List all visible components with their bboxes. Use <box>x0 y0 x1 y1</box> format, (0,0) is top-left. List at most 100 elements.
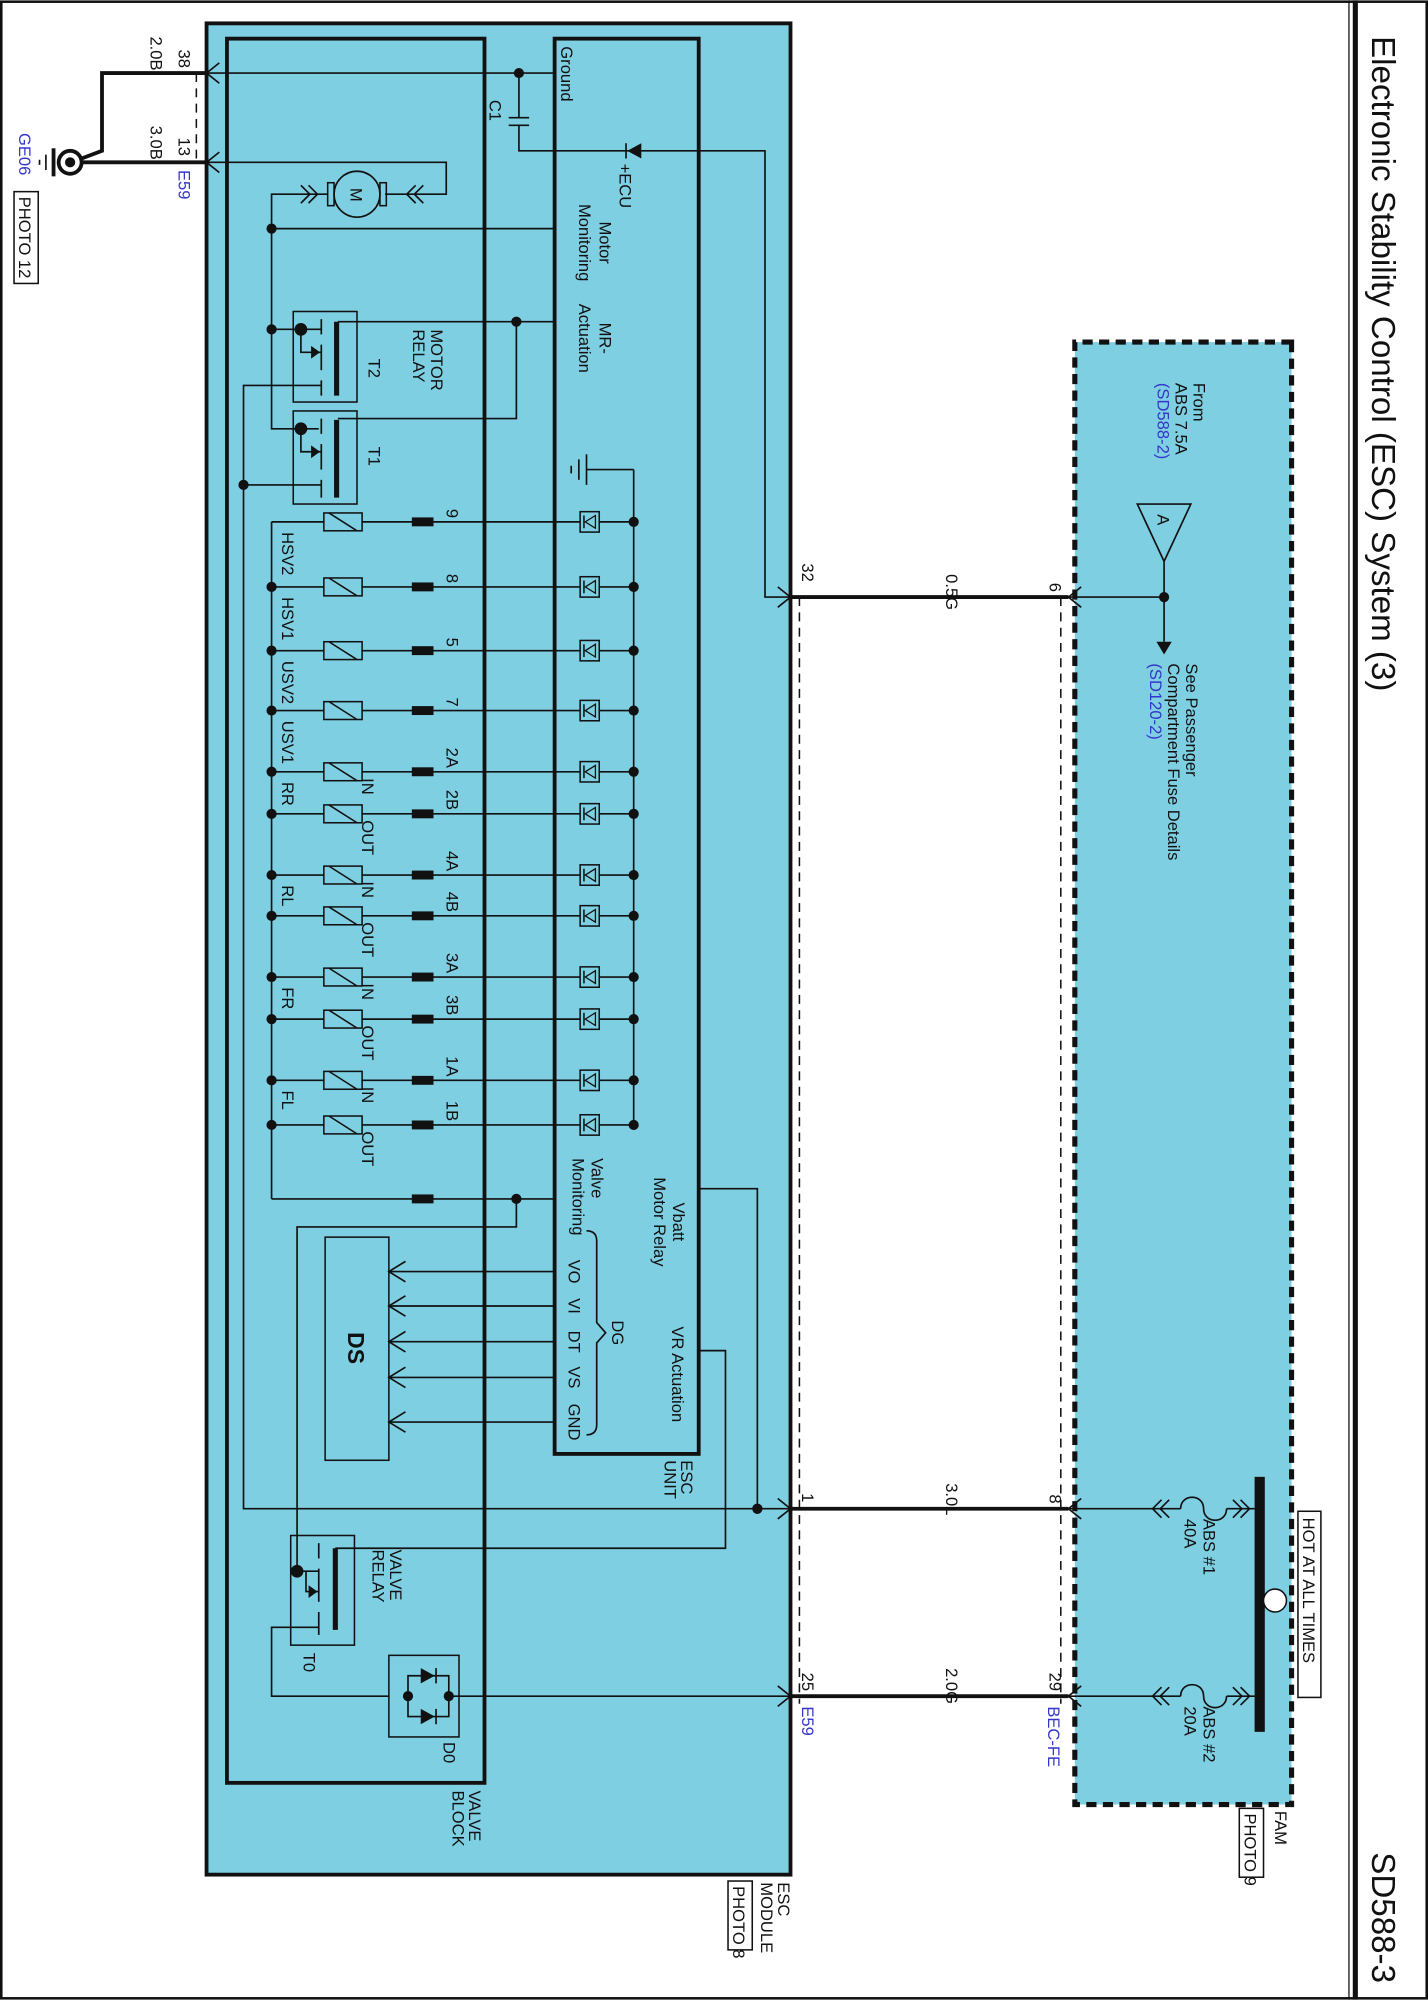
valve-row-1A: 1A IN <box>266 1056 639 1104</box>
pin-label: 4B <box>442 892 461 912</box>
valve-relay-t0-icon <box>289 1534 356 1646</box>
pin-label: 8 <box>442 574 461 583</box>
off-page-connector-symbol: A <box>1154 514 1173 526</box>
resistor-icon <box>411 1120 434 1130</box>
junction-dot <box>266 910 277 921</box>
io-label: OUT <box>358 922 377 957</box>
valve-solenoid-rows: 98572AIN2BOUT4AIN4BOUT3AIN3BOUT1AIN1BOUT… <box>266 454 639 1199</box>
hot-at-all-times-label: HOT AT ALL TIMES <box>1299 1518 1318 1663</box>
connector-chevron-icon <box>387 1260 406 1283</box>
esc-unit-label2: UNIT <box>660 1460 679 1499</box>
driver-diode-icon <box>584 514 597 530</box>
fuse-abs2: ABS #2 20A <box>1068 1683 1255 1763</box>
driver-diode-icon <box>584 1117 597 1133</box>
junction-dot <box>266 1014 277 1025</box>
esc-module-label2: MODULE <box>757 1882 776 1953</box>
driver-diode-icon <box>584 806 597 822</box>
brace-icon <box>586 1229 607 1436</box>
esc-module-box <box>204 21 793 1877</box>
t2-label: T2 <box>364 359 383 378</box>
motor-relay-label2: RELAY <box>409 329 428 382</box>
solenoid-coil <box>328 701 358 721</box>
esc-unit-label: ESC <box>677 1460 696 1494</box>
see-ref-line1: See Passenger <box>1182 663 1201 777</box>
ground-label: Ground <box>557 46 576 101</box>
io-label: IN <box>358 1087 377 1104</box>
io-label: IN <box>358 881 377 898</box>
solenoid-coil <box>328 762 358 782</box>
dg-pin-label: VI <box>565 1298 584 1314</box>
valve-relay-circuit: Valve Monitoring Vbatt Motor Relay VR Ac… <box>270 1158 791 1763</box>
see-ref-link[interactable]: (SD120-2) <box>1146 663 1165 739</box>
junction-dot <box>266 645 277 656</box>
motor-monitoring-label2: Monitoring <box>575 204 594 281</box>
t0-label: T0 <box>299 1653 318 1672</box>
harness-wires: 0.5G 3.0L 2.0G <box>790 574 1069 1704</box>
resistor-icon <box>411 646 434 656</box>
transistor-t2-icon <box>292 310 358 403</box>
valve-group-label: USV2 <box>278 661 297 704</box>
valve-monitoring-label: Valve <box>588 1158 607 1198</box>
driver-diode-icon <box>584 1072 597 1088</box>
transistor-t1-icon <box>292 410 358 505</box>
pin-label: 4A <box>442 851 461 872</box>
valve-group-label: HSV1 <box>278 597 297 640</box>
pin-label: 29 <box>1045 1673 1064 1691</box>
esc-module-pins: 32 1 25 E59 <box>777 563 817 1736</box>
solenoid-coil <box>328 906 358 926</box>
ds-label: DS <box>343 1332 369 1364</box>
fuse-name: ABS #2 <box>1200 1706 1219 1762</box>
t1-label: T1 <box>364 447 383 466</box>
wire-color-label: 2.0G <box>942 1668 961 1704</box>
dg-pin-label: GND <box>565 1404 584 1441</box>
page-code: SD588-3 <box>1364 1852 1401 1983</box>
esc-module-label: ESC <box>774 1882 793 1916</box>
diode-icon <box>420 1668 435 1684</box>
connector-chevron-icon <box>387 1295 406 1317</box>
pin-label: 1B <box>442 1101 461 1121</box>
esc-photo-label: PHOTO 8 <box>729 1886 748 1958</box>
diode-icon <box>627 143 642 159</box>
dg-pin-label: VS <box>565 1366 584 1388</box>
pin-label: 5 <box>442 638 461 647</box>
pin-label: 32 <box>798 563 817 581</box>
valve-group-label: FR <box>278 987 297 1009</box>
vbatt-label2: Motor Relay <box>650 1177 669 1267</box>
io-label: OUT <box>358 1026 377 1061</box>
io-label: IN <box>358 778 377 795</box>
connector-id: BEC-FE <box>1044 1706 1063 1767</box>
valve-monitoring-label2: Monitoring <box>568 1158 587 1235</box>
driver-diode-icon <box>584 764 597 780</box>
from-ref-line1: From <box>1189 383 1208 422</box>
connector-id: E59 <box>798 1706 817 1735</box>
io-label: OUT <box>358 820 377 855</box>
hot-at-all-times-box <box>1297 1510 1322 1699</box>
junction-dot <box>266 808 277 819</box>
valve-row-5: 5 <box>266 638 639 662</box>
solenoid-coil <box>328 804 358 824</box>
motor-label: M <box>347 188 366 202</box>
pin-label: 13 <box>174 138 193 156</box>
valve-block-box <box>225 36 487 1785</box>
ds-box <box>324 1236 390 1462</box>
junction-dot <box>266 971 277 983</box>
connector-chevron-icon <box>387 1366 406 1389</box>
resistor-icon <box>411 517 434 527</box>
ground-id: GE06 <box>15 133 34 175</box>
fuse-name: ABS #1 <box>1200 1519 1219 1575</box>
connector-chevron-icon <box>387 1330 406 1353</box>
resistor-icon <box>411 706 434 716</box>
valve-group-label: RL <box>278 885 297 906</box>
pin-label: 1A <box>442 1056 461 1077</box>
solenoid-coil <box>328 577 358 597</box>
resistor-icon <box>411 870 434 880</box>
from-ref-link[interactable]: (SD588-2) <box>1154 383 1173 459</box>
valve-group-label: RR <box>278 782 297 806</box>
valve-relay-label2: RELAY <box>368 1550 387 1603</box>
pin-label: 8 <box>1045 1494 1064 1503</box>
junction-dot <box>266 581 277 593</box>
page-title: Electronic Stability Control (ESC) Syste… <box>1364 36 1401 691</box>
pin-label: 3B <box>442 995 461 1015</box>
